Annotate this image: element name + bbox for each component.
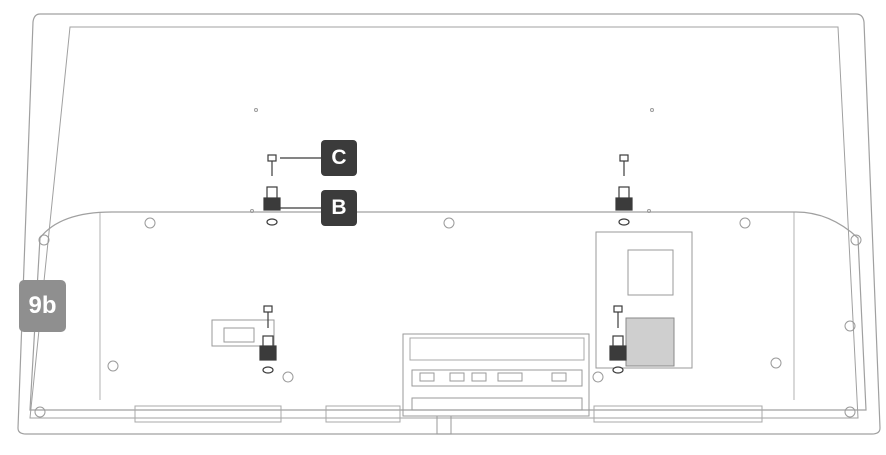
left-bracket-slot [223, 327, 255, 343]
hardware-stack-upper-right [615, 154, 633, 226]
panel-dot [647, 209, 651, 213]
io-port-strip [411, 369, 583, 387]
housing-hole [107, 360, 119, 372]
vent-right [593, 405, 763, 423]
rear-housing [29, 211, 867, 411]
spacer-callout: B [321, 190, 357, 226]
io-port [497, 372, 523, 382]
housing-hole [144, 217, 156, 229]
rear-housing-inner [99, 212, 795, 400]
vent-left [134, 405, 282, 423]
housing-hole [739, 217, 751, 229]
housing-hole [443, 217, 455, 229]
io-port [551, 372, 567, 382]
rating-label [625, 317, 675, 367]
housing-hole [38, 234, 50, 246]
rating-label-box [627, 249, 674, 296]
rating-label-area [595, 231, 693, 369]
housing-hole [592, 371, 604, 383]
panel-dot [254, 108, 258, 112]
hardware-stack-upper-left [263, 154, 321, 226]
housing-hole [844, 320, 856, 332]
hardware-stack-lower-left [259, 305, 277, 374]
tv-outer-frame [17, 13, 881, 435]
panel-dot [250, 209, 254, 213]
io-port [449, 372, 465, 382]
io-panel [402, 333, 590, 417]
housing-hole [850, 234, 862, 246]
housing-hole [844, 406, 856, 418]
io-port [471, 372, 487, 382]
io-lower-bay [411, 397, 583, 411]
vent-mid [325, 405, 401, 423]
stand-tab [436, 415, 452, 435]
io-port [419, 372, 435, 382]
housing-hole [34, 406, 46, 418]
panel-dot [650, 108, 654, 112]
screw-callout: C [321, 140, 357, 176]
hardware-stack-lower-right [609, 305, 627, 374]
housing-hole [770, 357, 782, 369]
step-badge: 9b [19, 280, 66, 332]
housing-hole [282, 371, 294, 383]
vent-top [409, 337, 585, 361]
left-bracket-bay [211, 319, 275, 347]
